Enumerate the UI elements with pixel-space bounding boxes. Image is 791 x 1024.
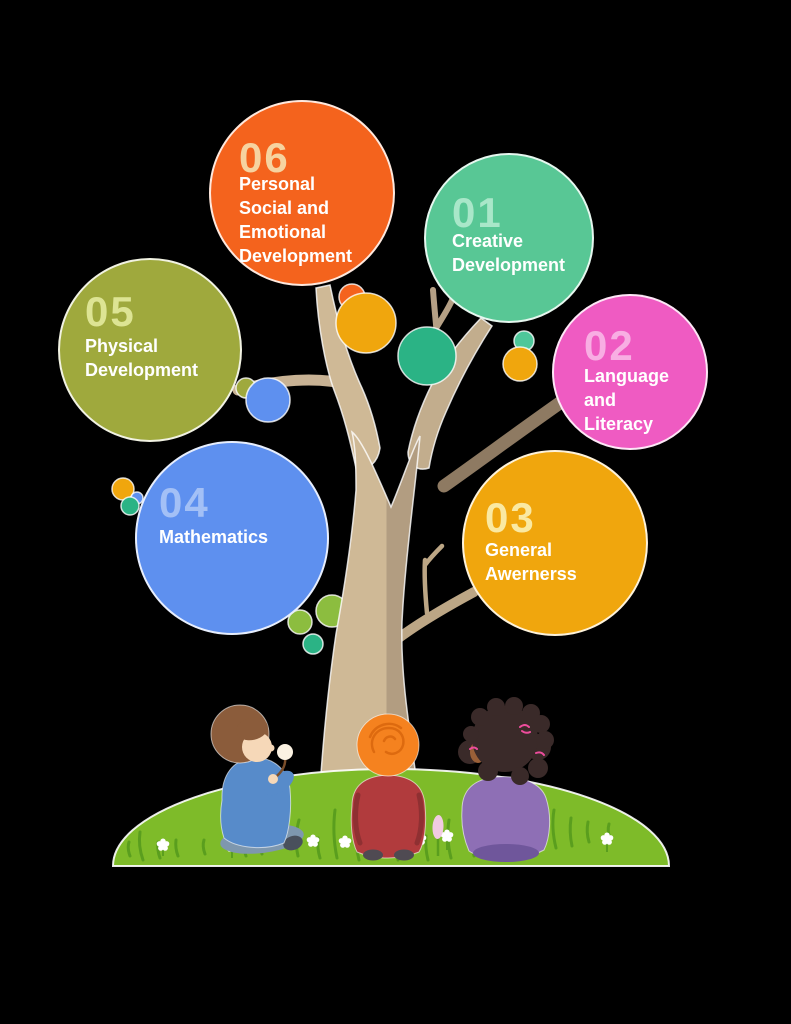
node-04-number: 04	[159, 479, 210, 526]
white-flowers	[156, 829, 614, 858]
node-03-label: General Awernerss	[485, 540, 577, 584]
branch-to-general	[391, 587, 479, 645]
accent-dots	[111, 283, 538, 516]
child-girl-purple-shirt	[458, 697, 554, 862]
node-02-number: 02	[584, 322, 635, 369]
node-circle-04-mathematics: 04 Mathematics	[135, 441, 329, 635]
node-circle-06-personal-social-emotional: 06 Personal Social and Emotional Develop…	[209, 100, 395, 286]
node-03-number: 03	[485, 494, 536, 541]
node-06-label: Personal Social and Emotional Developmen…	[239, 174, 353, 266]
node-01-label: Creative Development	[452, 231, 566, 275]
node-circle-03-general-awareness: 03 General Awernerss	[462, 450, 648, 636]
child-boy-blue-shirt	[210, 704, 304, 854]
branch-to-language	[437, 393, 571, 493]
node-01-number: 01	[452, 189, 503, 236]
child-red-shirt	[350, 713, 427, 861]
node-05-number: 05	[85, 288, 136, 335]
girl-curly-hair	[463, 697, 554, 785]
node-02-label: Language and Literacy	[584, 366, 670, 434]
node-circle-01-creative-development: 01 Creative Development	[424, 153, 594, 323]
bush-dots	[287, 594, 349, 655]
dandelion-puff	[277, 744, 293, 760]
orange-hair	[356, 713, 420, 777]
node-06-number: 06	[239, 134, 290, 181]
hair-swirl	[368, 722, 405, 755]
node-circle-02-language-literacy: 02 Language and Literacy	[552, 294, 708, 450]
node-05-label: Physical Development	[85, 336, 199, 380]
pink-hair-ties	[469, 724, 545, 756]
branch-twig-low	[422, 543, 445, 616]
node-circle-05-physical-development: 05 Physical Development	[58, 258, 242, 442]
node-04-label: Mathematics	[159, 527, 269, 547]
